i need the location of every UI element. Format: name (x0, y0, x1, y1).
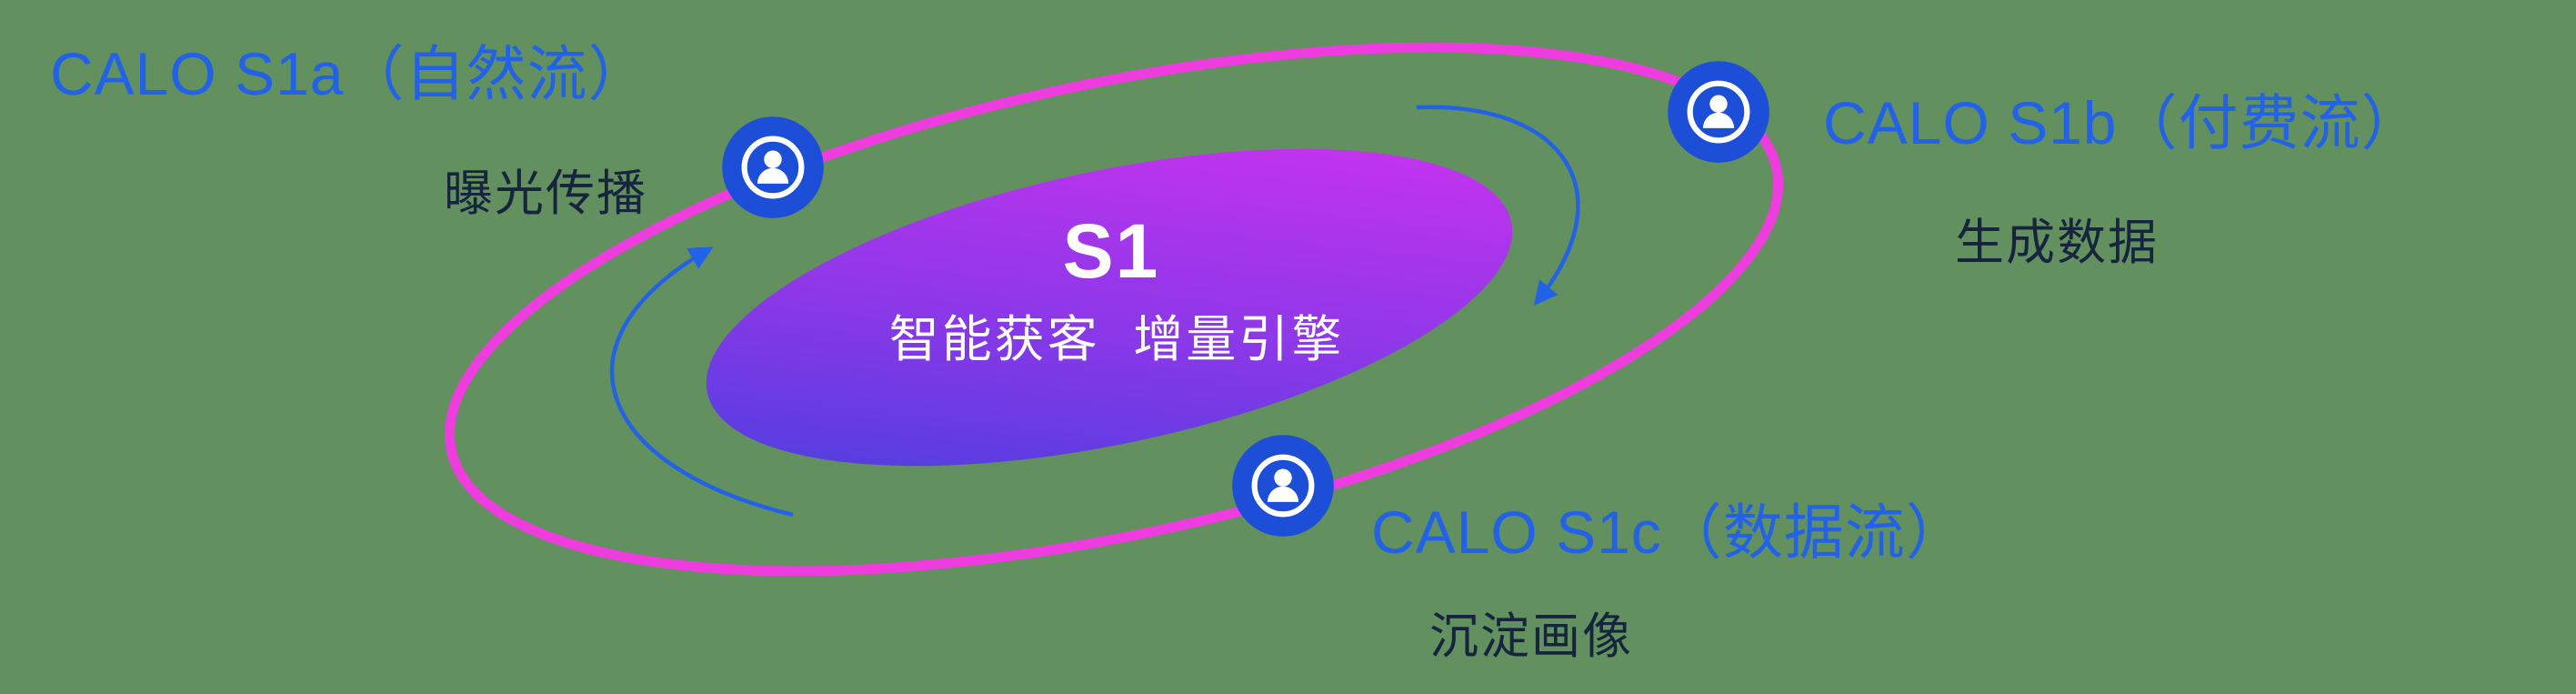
node-badge-s1c (1231, 434, 1335, 538)
node-badge-s1a (721, 116, 825, 219)
flow-arrow-right (1416, 105, 1580, 307)
user-icon (1232, 435, 1334, 537)
flow-arrow-left (609, 246, 794, 518)
orbit-ring (444, 42, 1784, 577)
node-caption-s1b: 生成数据 (1955, 216, 2159, 270)
node-caption-s1a: 曝光传播 (444, 166, 647, 221)
center-ellipse (706, 148, 1513, 467)
node-title-s1c: CALO S1c（数据流） (1371, 498, 1967, 566)
center-subtitle: 智能获客 增量引擎 (888, 311, 1345, 367)
node-title-s1b: CALO S1b（付费流） (1823, 89, 2422, 156)
center-title: S1 (1062, 208, 1160, 294)
node-title-s1a: CALO S1a（自然流） (50, 40, 649, 107)
node-caption-s1c: 沉淀画像 (1429, 609, 1633, 664)
user-icon (722, 116, 824, 218)
node-badge-s1b (1667, 60, 1770, 164)
user-icon (1668, 61, 1769, 163)
